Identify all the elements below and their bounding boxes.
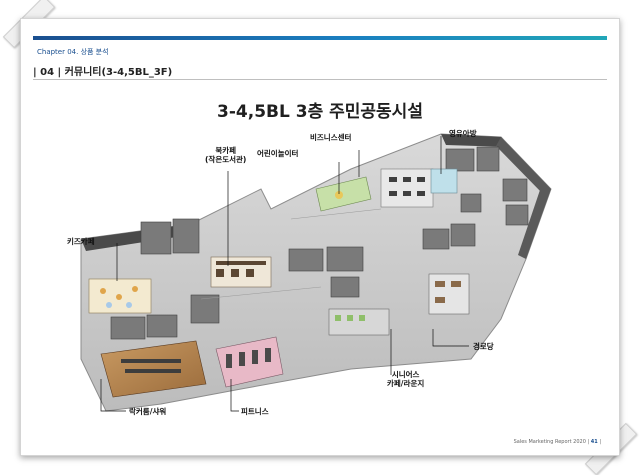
- footer-text: Sales Marketing Report 2020: [513, 439, 586, 445]
- report-page: Chapter 04. 상품 분석 | 04 | 커뮤니티(3-4,5BL_3F…: [20, 18, 620, 456]
- section-title: | 04 | 커뮤니티(3-4,5BL_3F): [33, 67, 173, 78]
- page-number: 41: [590, 439, 598, 445]
- label-fitness: 피트니스: [241, 407, 269, 416]
- page-footer: Sales Marketing Report 2020 | 41 |: [513, 439, 601, 445]
- header-accent-bar: [33, 36, 607, 40]
- label-book-cafe: 북카페 (작은도서관): [205, 146, 247, 165]
- label-kids-center: 어린이놀이터: [257, 149, 299, 158]
- label-senior-cafe: 시니어스 카페/라운지: [387, 370, 425, 389]
- label-locker-shower: 락커룸/샤워: [129, 407, 167, 416]
- chapter-label: Chapter 04. 상품 분석: [37, 48, 109, 56]
- label-kids-cafe: 키즈카페: [67, 237, 95, 246]
- label-infant-room: 영유아방: [449, 129, 477, 138]
- label-business-center: 비즈니스센터: [310, 133, 352, 142]
- page-title: 3-4,5BL 3층 주민공동시설: [217, 102, 423, 122]
- floor-plan-illustration: [80, 133, 552, 412]
- label-reading-room: 경로당: [473, 342, 494, 351]
- header-divider: [33, 79, 607, 80]
